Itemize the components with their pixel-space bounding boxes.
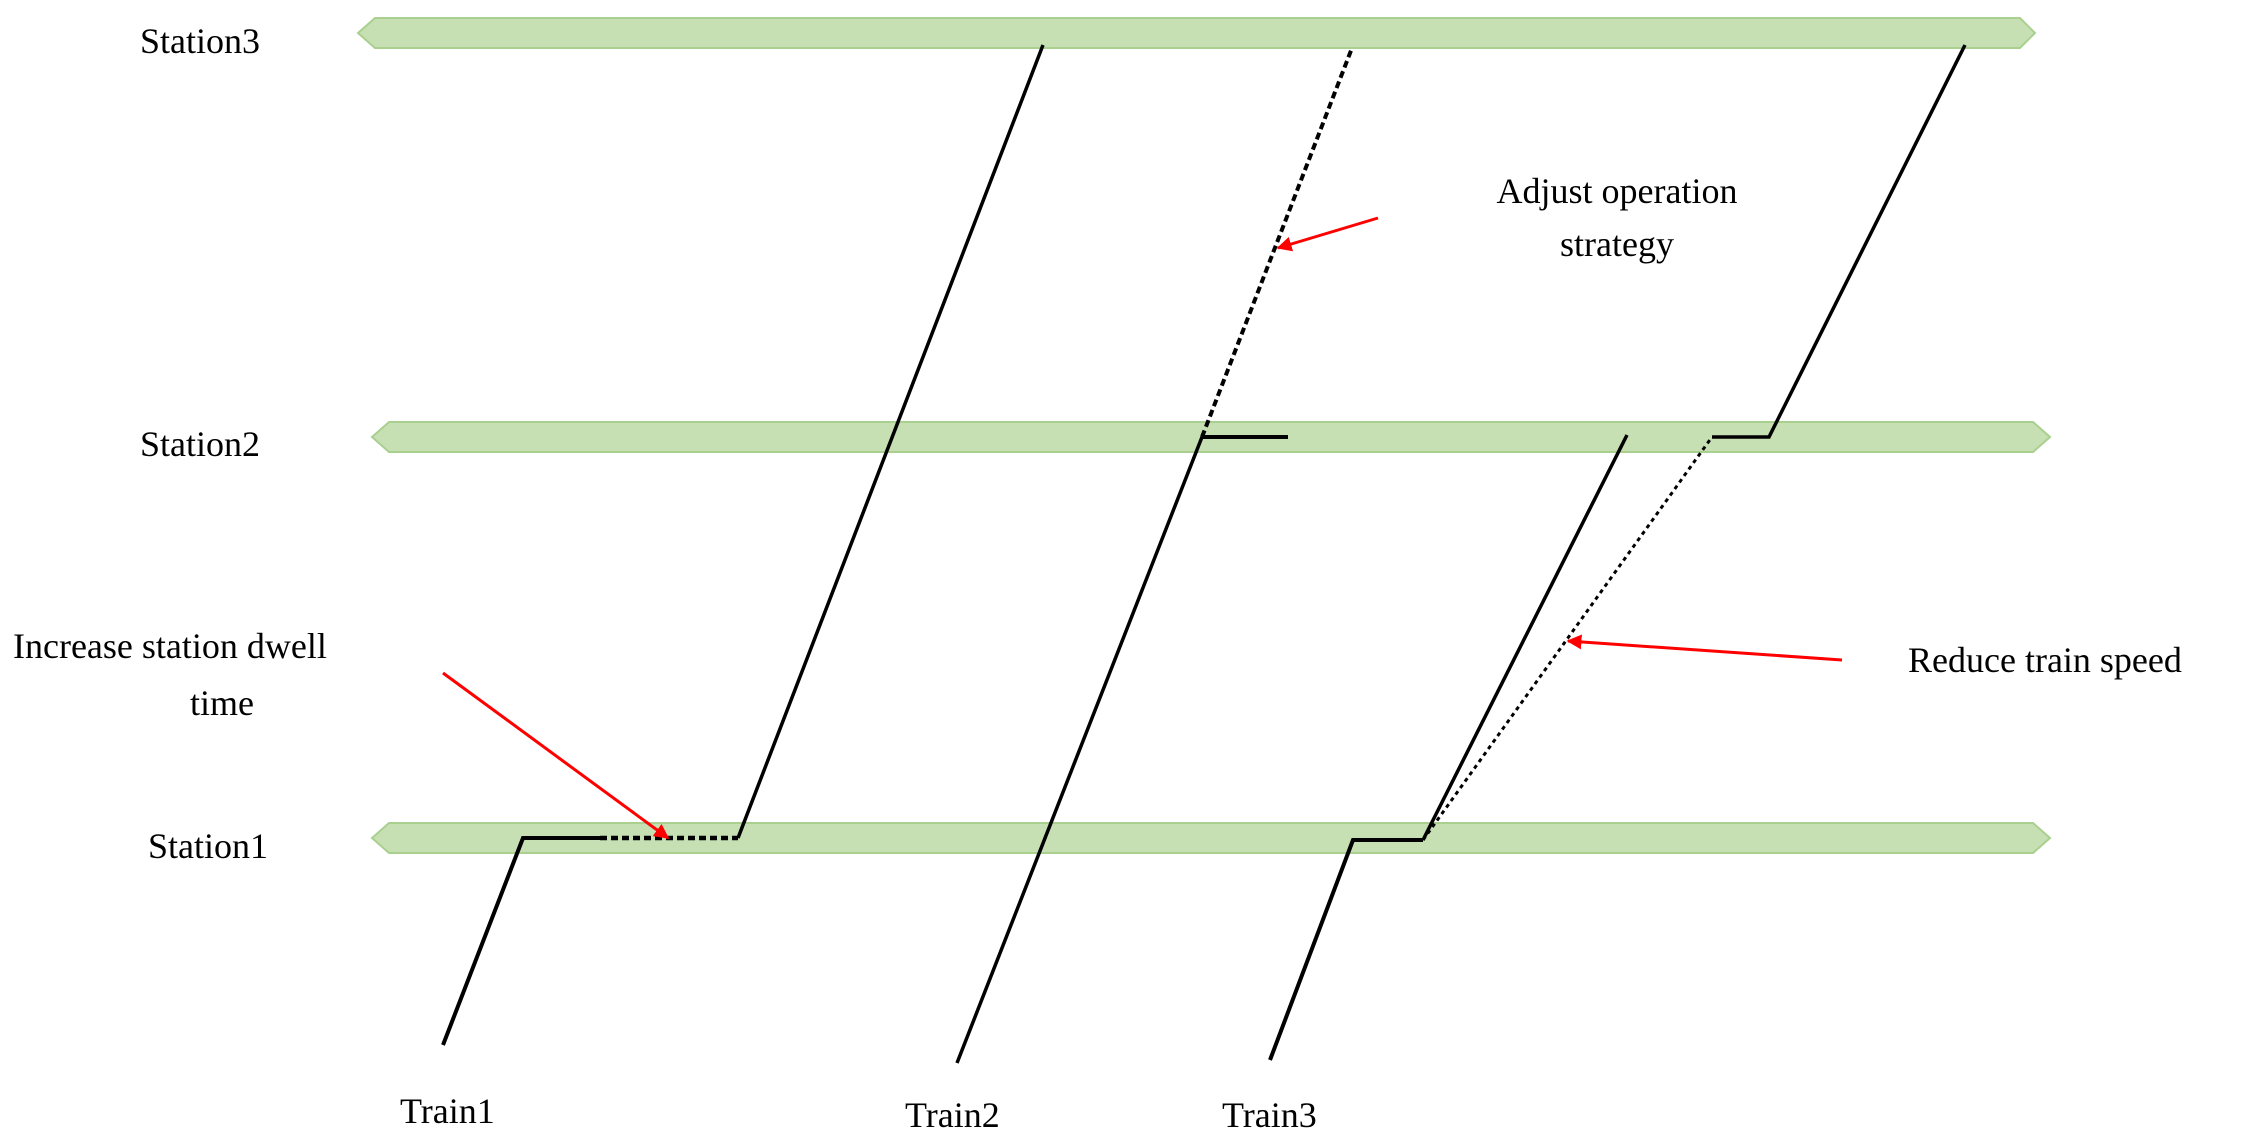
station1-label: Station1	[148, 826, 268, 866]
train3-reduced-speed-segment	[1421, 436, 1714, 841]
dwell-time-label-line1: Increase station dwell	[13, 626, 327, 666]
train1-label: Train1	[400, 1091, 495, 1131]
train1-run-segment	[736, 44, 1045, 839]
train3-label: Train3	[1222, 1095, 1317, 1135]
dwell-time-label-line2: time	[190, 683, 254, 723]
station3-label: Station3	[140, 21, 260, 61]
train2-adjusted-segment	[1200, 47, 1354, 438]
station-tracks	[356, 17, 2052, 854]
train2-label: Train2	[905, 1095, 1000, 1135]
train3-continue-segment	[1712, 44, 1967, 439]
train3-path	[1268, 44, 1967, 1061]
station2-label: Station2	[140, 424, 260, 464]
station1-track	[370, 822, 2052, 854]
adjust-strategy-label-line1: Adjust operation	[1497, 171, 1738, 211]
train3-original-run-segment	[1421, 434, 1629, 841]
dwell-time-arrow	[442, 671, 670, 840]
train3-approach-segment	[1268, 838, 1423, 1061]
annotation-texts: Adjust operation strategy Increase stati…	[13, 171, 2182, 723]
station-labels: Station3 Station2 Station1	[140, 21, 268, 866]
annotation-arrows	[442, 216, 1843, 840]
train-labels: Train1 Train2 Train3	[400, 1091, 1317, 1135]
adjust-strategy-label-line2: strategy	[1560, 224, 1674, 264]
reduce-speed-arrow	[1566, 634, 1843, 662]
train1-approach-segment	[441, 836, 600, 1046]
adjust-strategy-arrow	[1276, 216, 1379, 252]
reduce-speed-label: Reduce train speed	[1908, 640, 2182, 680]
train2-run-segment	[955, 436, 1204, 1064]
train2-path	[955, 47, 1354, 1064]
train1-path	[441, 44, 1045, 1046]
station3-track	[356, 17, 2037, 49]
